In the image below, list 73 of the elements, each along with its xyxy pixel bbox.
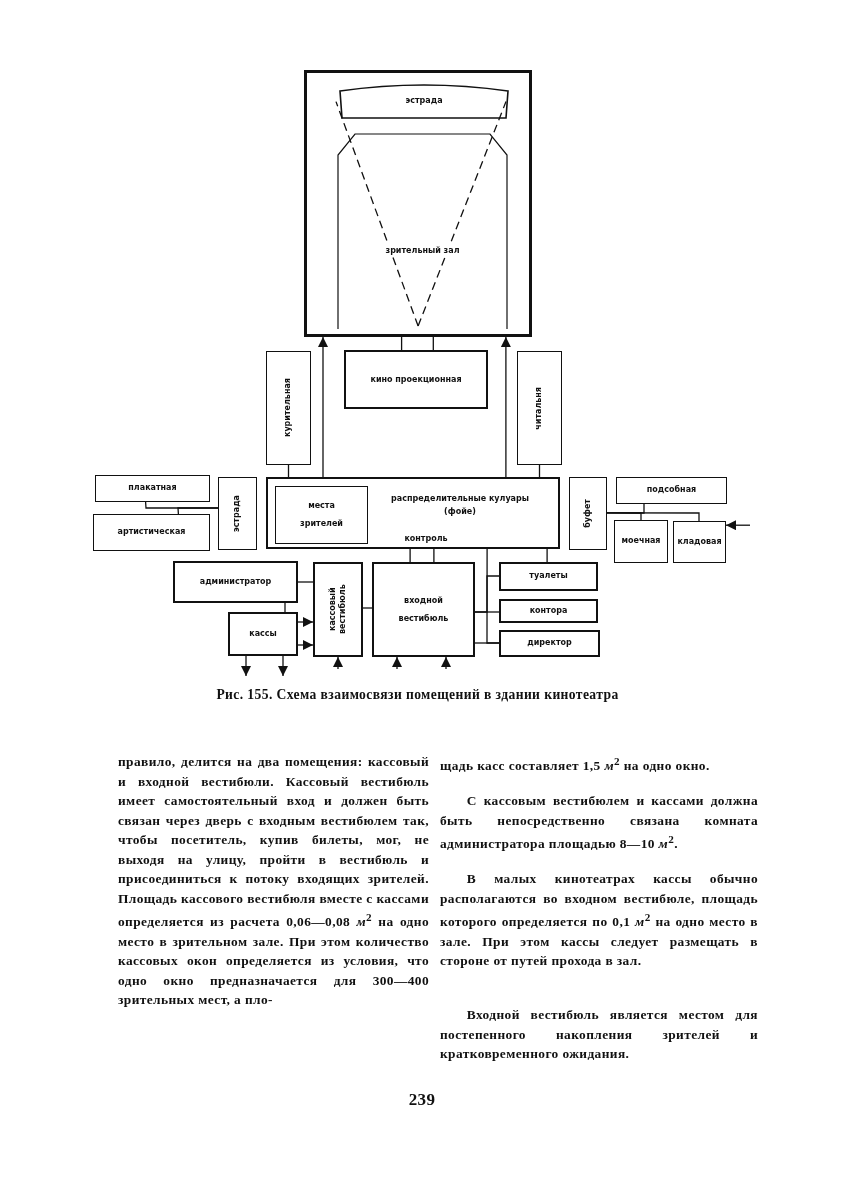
body-paragraph: С кассовым вестибюлем и кассами должна быть непосредственно связана комната администратора площадью 8—10 м$^{2}$. [440, 792, 758, 854]
dashed-line [335, 100, 419, 327]
hall-outline [304, 70, 532, 337]
connector-line [284, 602, 286, 613]
room-label: контроль [403, 533, 449, 545]
room-box [275, 486, 368, 544]
body-paragraph: Входной вестибюль является местом для постепенного накопления зрителей и кратковременного ожидания. [440, 1006, 758, 1063]
stage-outline [339, 83, 509, 119]
room-label: эстрада [231, 494, 243, 533]
room-label: распределительные кулуары (фойе) [390, 493, 530, 518]
room-box [499, 599, 598, 623]
dashed-line [417, 100, 507, 327]
arrow [278, 655, 288, 677]
room-box [614, 520, 668, 563]
arrow [333, 656, 343, 670]
connector-line [606, 512, 700, 522]
room-label: контора [529, 604, 568, 617]
arrow [241, 655, 251, 677]
connector-line [409, 548, 435, 563]
room-label: туалеты [529, 570, 568, 583]
room-box [344, 350, 488, 409]
connector-line [297, 581, 314, 583]
room-label: администратор [199, 575, 272, 588]
arrow [392, 656, 402, 670]
room-box [95, 475, 210, 502]
room-label: курительная [282, 378, 294, 438]
room-label: кино проекционная [370, 373, 462, 386]
room-label: читальня [533, 386, 545, 430]
room-box [266, 351, 311, 465]
arrow [297, 617, 314, 627]
room-label: кассы [249, 627, 277, 640]
room-label: артистическая [117, 526, 186, 539]
room-box [93, 514, 210, 551]
room-box [616, 477, 727, 504]
arrow [725, 520, 751, 531]
room-box [218, 477, 257, 550]
body-paragraph: В малых кинотеатрах кассы обычно располагаются во входном вестибюле, площадь которого определяется по 0,1 м$^{2}$ на одно место в зале. При этом кассы следует размещать в стороне от путей прохода в зал. [440, 870, 758, 971]
room-box [173, 561, 298, 603]
connector-line [400, 336, 434, 351]
room-label: подсобная [646, 484, 697, 497]
room-label: кладовая [677, 535, 722, 548]
connector-line [474, 642, 500, 644]
arrow [500, 336, 511, 478]
room-box [499, 562, 598, 591]
arrow [297, 640, 314, 650]
room-box [673, 521, 726, 563]
figure-caption: Рис. 155. Схема взаимосвязи помещений в здании кинотеатра [215, 686, 620, 704]
room-box [499, 630, 600, 657]
room-label: директор [527, 637, 572, 650]
room-box [313, 562, 363, 657]
room-box [517, 351, 562, 465]
room-label: моечная [621, 535, 661, 548]
body-paragraph: щадь касс составляет 1,5 м$^{2}$ на одно окно. [440, 754, 711, 776]
room-box [372, 562, 475, 657]
connector-line [362, 607, 373, 609]
room-label: места зрителей [299, 500, 344, 530]
connector-line [177, 507, 219, 515]
room-label: кассовый вестибюль [327, 583, 348, 637]
room-label: плакатная [128, 482, 177, 495]
room-label: буфет [581, 499, 593, 528]
room-label: эстрада [405, 94, 443, 107]
room-box [569, 477, 607, 550]
connector-line [474, 611, 500, 613]
body-paragraph: правило, делится на два помещения: кассовый и входной вестибюли. Кассовый вестибюль имеет самостоятельный вход и должен быть связан через дверь с входным вестибюлем так, чтобы посетитель, купив билеты, мог, не выходя на улицу, пройти в вестибюль и присоединиться к потоку входящих зрителей. Площадь кассового вестибюля вместе с кассами определяется из расчета 0,06—0,08 м$^{2}$ на одно место в зрительном зале. При этом количество кассовых окон определяется из условия, что одно окно предназначается для 300—400 зрительных мест, а пло- [118, 753, 429, 1010]
page-number: 239 [407, 1090, 437, 1110]
room-box [228, 612, 298, 656]
connector-line [546, 548, 548, 563]
foyer-box [266, 477, 560, 549]
room-label: зрительный зал [384, 244, 461, 258]
arrow [318, 336, 328, 478]
auditorium-outline [337, 133, 508, 329]
arrow [441, 656, 451, 670]
room-label: входной вестибюль [397, 594, 450, 625]
